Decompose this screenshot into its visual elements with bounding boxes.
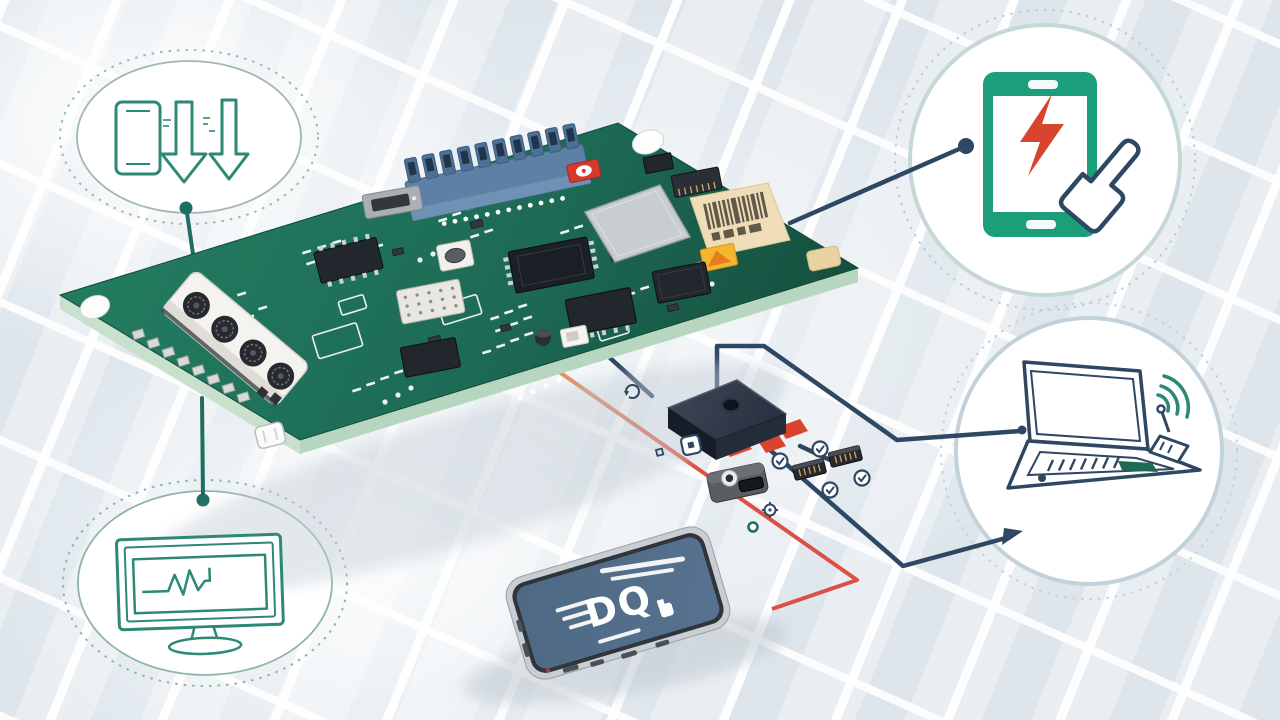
logo-dot: [659, 602, 674, 618]
wire-to-monitor: [200, 396, 205, 500]
module-side: [668, 408, 716, 460]
smartphone-shadow: [462, 615, 788, 705]
terminal-teeth: [403, 123, 580, 184]
charging-phone-icon: [983, 72, 1141, 237]
download-phone-icon: [114, 98, 250, 184]
edge-pads: [131, 328, 251, 404]
rf-shield: [583, 184, 692, 263]
screen-text-marks: [555, 556, 685, 644]
keyboard-outline: [1026, 450, 1175, 477]
wifi-signal-icon: [1156, 374, 1191, 419]
module-bevel: [667, 379, 787, 415]
plug-port: [738, 476, 764, 493]
dotted-ring: [894, 9, 1196, 311]
module-leg: [778, 419, 808, 439]
cylinder-component: [535, 330, 551, 346]
capacitor: [254, 421, 287, 450]
check-badges: [771, 440, 871, 499]
wifi-laptop-icon: [1006, 360, 1202, 490]
bracket-component: [436, 239, 475, 272]
wire-endpoint-dot: [196, 493, 210, 507]
wire-to-charging-phone: [787, 143, 969, 226]
barcode-label: [689, 182, 791, 258]
usb-connector: [361, 185, 424, 220]
tiny-text-marks: [163, 117, 215, 132]
pcb-shadow: [134, 363, 786, 597]
wire-joint-dot: [1017, 425, 1027, 435]
pcb-board: [58, 122, 860, 597]
led-component: [559, 324, 590, 348]
keyboard-keys: [1046, 456, 1121, 472]
relay-component: [160, 271, 308, 408]
dotted-ring: [940, 302, 1238, 600]
teal-ring-icon: [747, 521, 759, 533]
pcb-side-left: [60, 295, 300, 454]
monitor-base: [167, 636, 243, 656]
mounting-hole: [631, 129, 665, 155]
download-arrow-icon: [208, 98, 250, 181]
module-side: [716, 414, 786, 460]
tiny-square-icon: [654, 447, 665, 457]
dotted-ring: [62, 479, 348, 687]
crystal-module: [396, 278, 466, 325]
waveform-line: [142, 567, 212, 596]
terminal-block-connector: [403, 123, 592, 226]
smartphone-device: DQ.: [505, 526, 731, 680]
module-hole: [720, 396, 742, 414]
smd-connectors: [791, 445, 863, 481]
lightning-icon: [1020, 94, 1064, 176]
refresh-icon: [624, 384, 640, 399]
yellow-sticker: [699, 242, 738, 272]
power-module: [666, 379, 808, 460]
gear-icon: [762, 502, 778, 518]
wire-to-laptop: [714, 343, 1024, 443]
wire-endpoint-dot: [958, 138, 974, 154]
tap-hand-icon: [1058, 138, 1141, 234]
gold-pad: [806, 245, 842, 272]
antenna-icon: [1148, 404, 1190, 464]
laptop-screen-inner: [1029, 369, 1142, 443]
wire-endpoint-dot: [179, 201, 193, 215]
phone-ports: [516, 619, 670, 673]
ic-chips: [313, 152, 723, 378]
wire-to-laptop-arrow: [759, 440, 1009, 569]
usb-plug-component: [706, 462, 769, 503]
pin-dots-row: [441, 196, 565, 226]
mini-icons: [624, 384, 778, 533]
rounded-square-icon: [679, 433, 703, 457]
trackpad-dot: [1038, 474, 1046, 482]
port-red-dot: [546, 668, 551, 673]
monitor-waveform-icon: [115, 532, 285, 656]
pcb-side-right: [300, 268, 858, 454]
keyboard-green-patch: [1118, 461, 1158, 472]
download-arrow-icon: [160, 100, 208, 184]
red-component: [566, 158, 602, 183]
arrowhead: [1002, 528, 1023, 545]
mounting-hole: [79, 294, 111, 320]
relay-grill-circles: [182, 291, 295, 390]
